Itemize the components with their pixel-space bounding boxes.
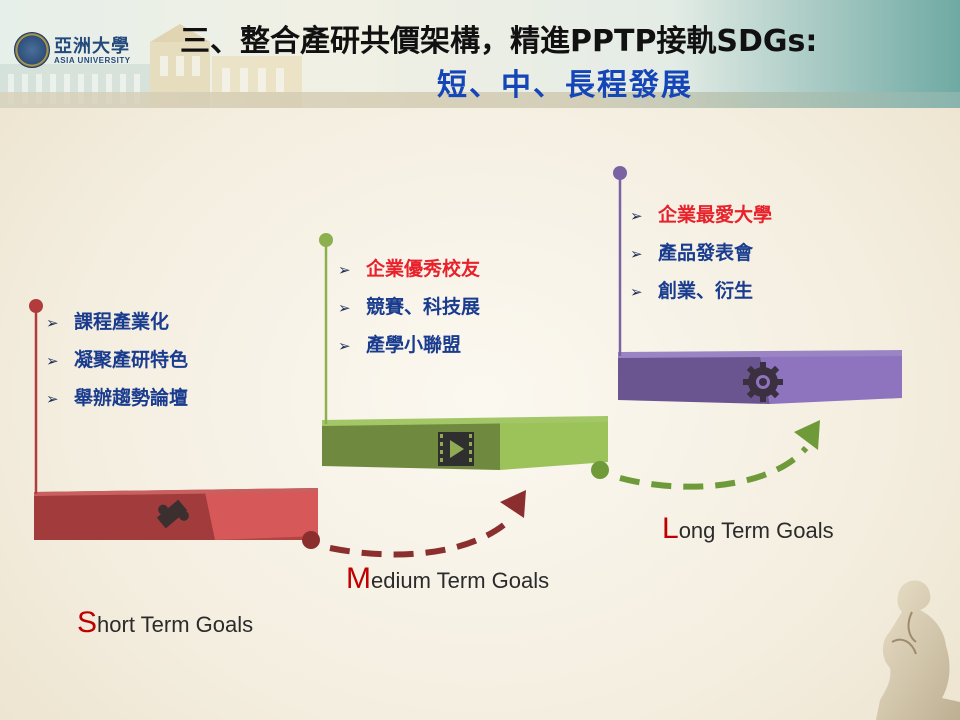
list-item: ➢創業、衍生 (630, 280, 754, 302)
long-term-step (613, 166, 902, 404)
list-item: ➢競賽、科技展 (338, 296, 481, 318)
puzzle-icon (156, 499, 189, 529)
header-band (0, 92, 960, 108)
university-seal-icon (14, 32, 50, 68)
arrow-bullet-icon: ➢ (630, 245, 643, 263)
short-term-list: ➢課程產業化 ➢凝聚產研特色 ➢舉辦趨勢論壇 (46, 313, 188, 427)
list-item: ➢產學小聯盟 (338, 334, 462, 356)
long-term-goals-label: Long Term Goals (662, 512, 834, 545)
medium-term-list: ➢企業優秀校友 ➢競賽、科技展 ➢產學小聯盟 (338, 260, 480, 374)
short-term-goals-label: Short Term Goals (77, 606, 254, 639)
slide-subtitle: 短、中、長程發展 (437, 68, 693, 103)
arrow-bullet-icon: ➢ (46, 390, 59, 408)
list-item: ➢企業最愛大學 (630, 204, 773, 226)
arrow-bullet-icon: ➢ (338, 261, 351, 279)
video-play-icon (438, 432, 474, 466)
header-banner: 亞洲大學 ASIA UNIVERSITY 三、整合產研共價架構，精進PPTP接軌… (0, 0, 960, 108)
list-item: ➢產品發表會 (630, 242, 754, 264)
arrow-bullet-icon: ➢ (46, 352, 59, 370)
long-term-list: ➢企業最愛大學 ➢產品發表會 ➢創業、衍生 (630, 206, 772, 320)
medium-term-goals-label: Medium Term Goals (346, 562, 550, 595)
university-logo: 亞洲大學 ASIA UNIVERSITY (14, 30, 146, 70)
logo-text-en: ASIA UNIVERSITY (54, 56, 131, 65)
connector-medium-to-long (591, 420, 820, 490)
slide-title: 三、整合產研共價架構，精進PPTP接軌SDGs: (180, 24, 818, 59)
short-term-step (29, 299, 318, 540)
gear-icon (743, 362, 783, 402)
arrow-bullet-icon: ➢ (338, 299, 351, 317)
connector-short-to-medium (302, 490, 526, 558)
arrow-bullet-icon: ➢ (630, 283, 643, 301)
thinker-statue-image (876, 580, 960, 720)
list-item: ➢舉辦趨勢論壇 (46, 387, 189, 409)
logo-text-cn: 亞洲大學 (54, 36, 130, 57)
list-item: ➢課程產業化 (46, 311, 170, 333)
arrow-bullet-icon: ➢ (338, 337, 351, 355)
arrow-bullet-icon: ➢ (46, 314, 59, 332)
list-item: ➢企業優秀校友 (338, 258, 481, 280)
arrow-bullet-icon: ➢ (630, 207, 643, 225)
list-item: ➢凝聚產研特色 (46, 349, 189, 371)
